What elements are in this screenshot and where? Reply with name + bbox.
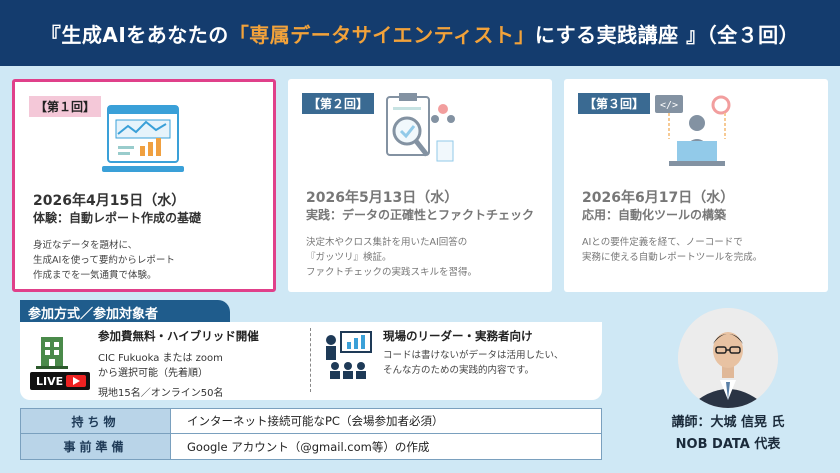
row-value: インターネット接続可能なPC（会場参加者必須）: [187, 414, 444, 428]
title-highlight: 「専属データサイエンティスト」: [228, 22, 535, 47]
row-value: Google アカウント（@gmail.com等）の作成: [187, 439, 430, 454]
play-icon: [66, 375, 86, 387]
instructor-label: 講師：大城 信晃 氏 NOB DATA 代表: [628, 412, 828, 456]
participation-panel: LIVE 参加費無料・ハイブリッド開催 CIC Fukuoka または zoom…: [20, 322, 602, 400]
instructor-name: 講師：大城 信晃 氏: [671, 415, 785, 430]
building-icon: [36, 337, 68, 369]
session-tag: 【第１回】: [29, 96, 102, 117]
instructor-photo: [678, 308, 778, 408]
live-badge: LIVE: [30, 372, 90, 390]
session-title: 体験：自動レポート作成の基礎: [33, 211, 202, 225]
info-table: 持ち物 インターネット接続可能なPC（会場参加者必須） 事前準備 Google …: [20, 408, 602, 460]
format-capacity: 現地15名／オンライン50名: [98, 388, 224, 399]
live-label: LIVE: [36, 374, 64, 388]
session-description: AIとの要件定義を経て、ノーコードで 実務に使える自動レポートツールを完成。: [582, 237, 763, 263]
session-description: 決定木やクロス集計を用いたAI回答の 『ガッツリ』検証。 ファクトチェックの実践…: [306, 237, 478, 278]
presenter-audience-icon: [326, 331, 372, 379]
row-key: 持ち物: [21, 409, 171, 433]
page-title-banner: 『生成AIをあなたの 「専属データサイエンティスト」 にする実践講座 』（全３回…: [0, 0, 840, 66]
session-card-2[interactable]: 【第２回】 2026年5月13日（水） 実践：データの正確性とファクトチェック …: [288, 79, 552, 292]
session-title: 応用：自動化ツールの構築: [582, 208, 727, 222]
table-row: 持ち物 インターネット接続可能なPC（会場参加者必須）: [21, 409, 601, 434]
row-key: 事前準備: [21, 434, 171, 459]
format-title: 参加費無料・ハイブリッド開催: [98, 329, 259, 343]
participation-format: LIVE 参加費無料・ハイブリッド開催 CIC Fukuoka または zoom…: [20, 322, 310, 400]
participation-section-label: 参加方式／参加対象者: [20, 300, 230, 324]
session-tag: 【第２回】: [302, 93, 375, 114]
person-portrait-icon: [678, 308, 778, 408]
session-date: 2026年5月13日（水）: [306, 190, 459, 206]
title-prefix: 『生成AIをあなたの: [40, 22, 229, 47]
table-row: 事前準備 Google アカウント（@gmail.com等）の作成: [21, 434, 601, 459]
clipboard-magnifier-icon: [386, 93, 455, 162]
title-suffix: にする実践講座 』（全３回）: [534, 22, 800, 47]
format-venue: CIC Fukuoka または zoom: [98, 353, 223, 364]
session-title: 実践：データの正確性とファクトチェック: [306, 208, 535, 222]
session-tag: 【第３回】: [578, 93, 651, 114]
session-date: 2026年4月15日（水）: [33, 193, 186, 209]
target-description: コードは書けないがデータは活用したい、 そんな方のための実践的内容です。: [383, 350, 564, 376]
format-selection: から選択可能（先着順）: [98, 368, 208, 379]
target-title: 現場のリーダー・実務者向け: [383, 329, 533, 343]
session-card-1[interactable]: 【第１回】 2026年4月15日（水） 体験：自動レポート作成の基礎 身近なデー…: [12, 79, 276, 292]
session-description: 身近なデータを題材に、 生成AIを使って要約からレポート 作成までを一気通貫で体…: [33, 240, 175, 281]
participation-target: 現場のリーダー・実務者向け コードは書けないがデータは活用したい、 そんな方のた…: [310, 328, 602, 392]
instructor-affiliation: NOB DATA 代表: [675, 437, 781, 452]
dashboard-chart-icon: [102, 105, 184, 172]
session-card-3[interactable]: 【第３回】 </> 2026年6月17日（水） 応用：自動化ツールの構築 AIと…: [564, 79, 828, 292]
svg-text:</>: </>: [660, 100, 678, 111]
session-date: 2026年6月17日（水）: [582, 190, 735, 206]
developer-laptop-icon: </>: [655, 95, 731, 166]
